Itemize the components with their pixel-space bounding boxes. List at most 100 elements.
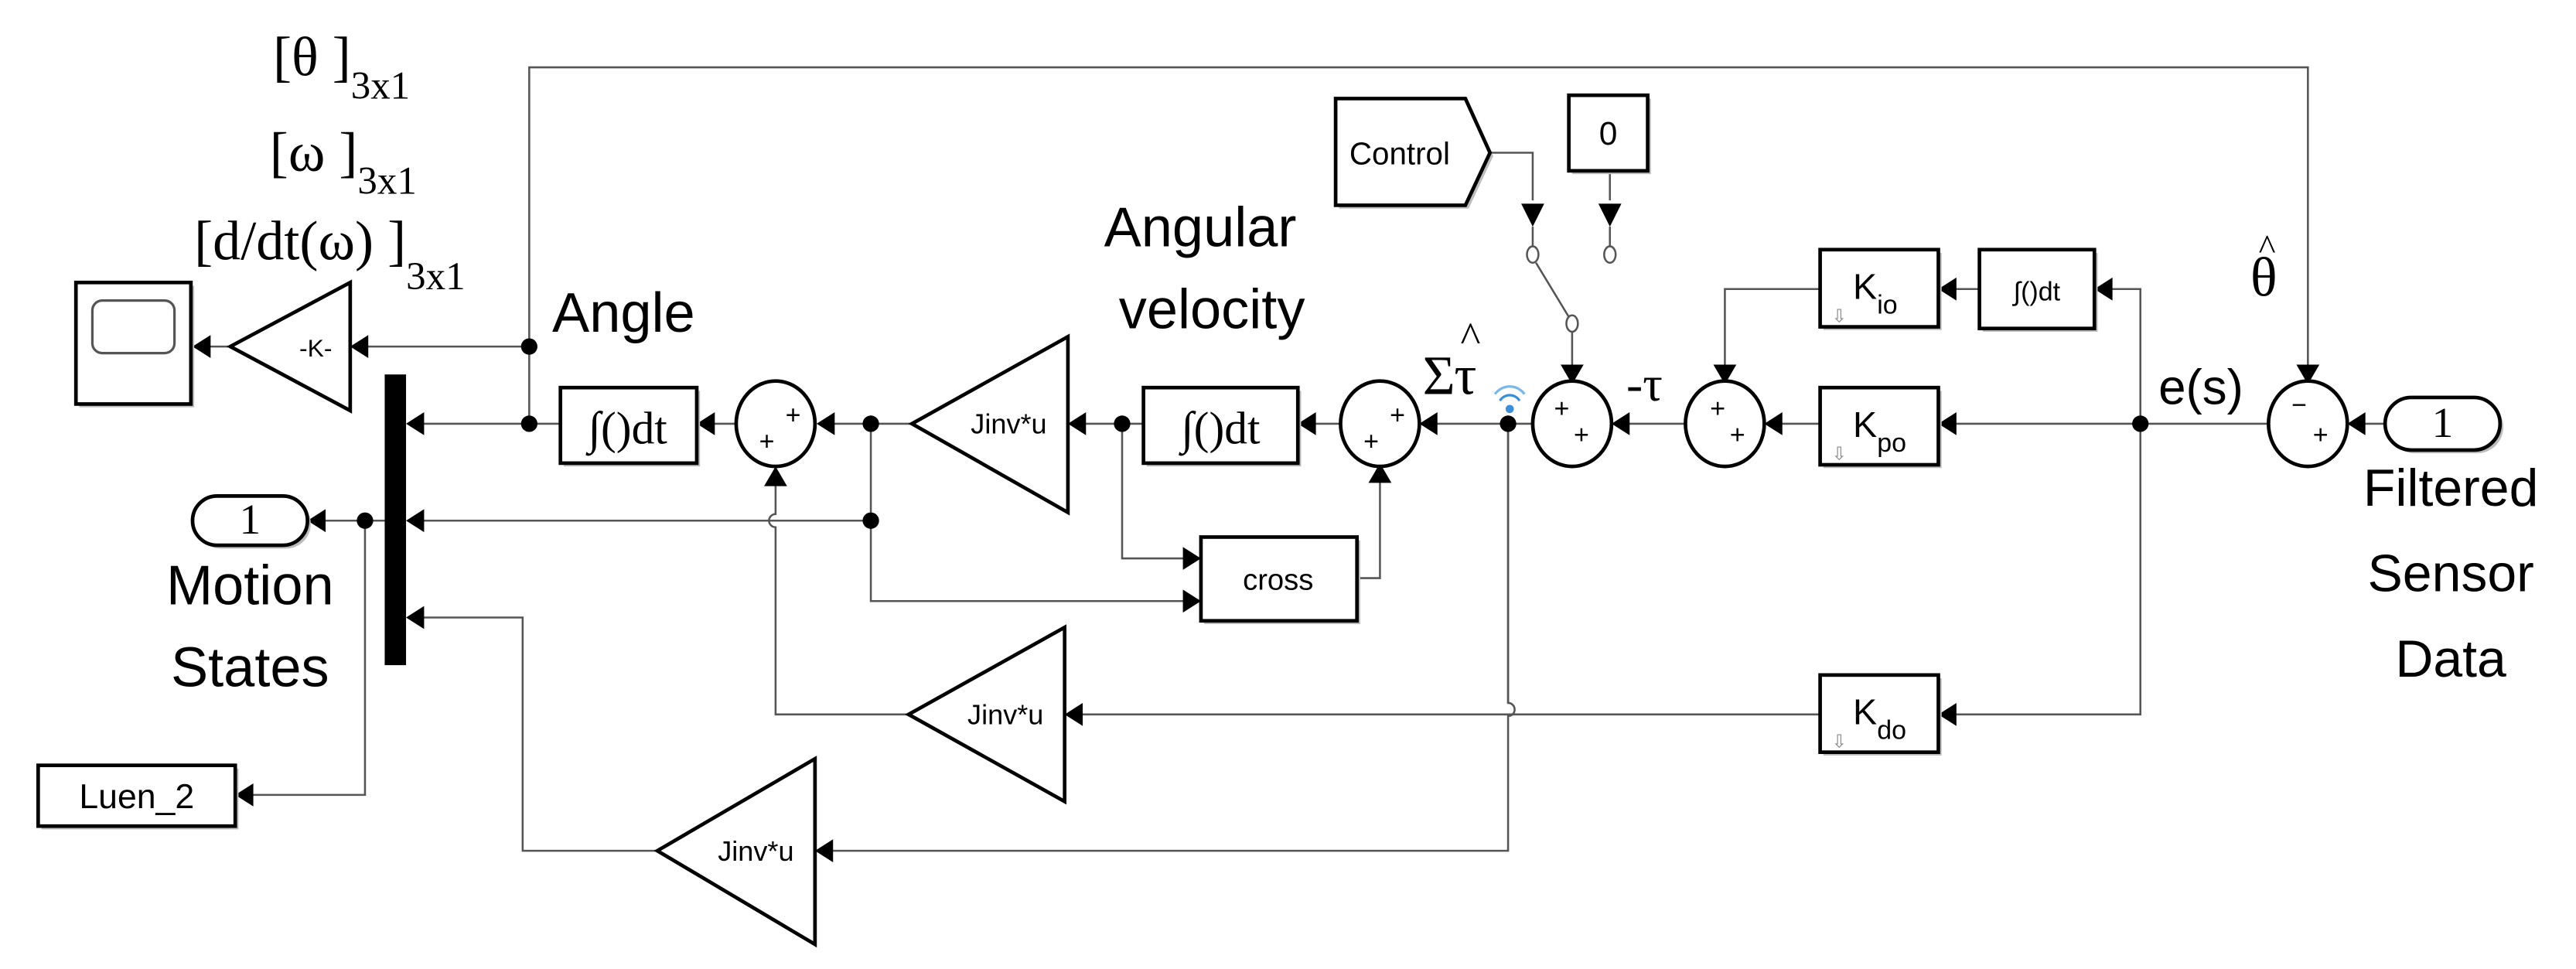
angle-label: Angle [552,282,695,344]
arrow-icon [350,335,369,358]
arrow-icon [1611,412,1630,435]
arrow-icon [1182,589,1201,613]
cross-label: cross [1243,563,1313,596]
kpo-label: Kpo [1853,404,1906,458]
filtered-label-3: Data [2395,630,2506,688]
arrow-icon [1067,412,1087,435]
wire-jinv2-to-sum1[interactable] [768,481,909,716]
inport-sensor-block[interactable]: 1 [2383,395,2504,454]
junction-dot [520,415,537,432]
arrow-icon [307,509,326,533]
arrow-icon [1764,412,1783,435]
inport-number: 1 [2432,399,2454,446]
arrow-icon [235,783,254,807]
sum-angle-block[interactable]: + + [734,379,817,469]
angle-integrator-label: ∫()dt [585,402,668,455]
wire-theta-feedback[interactable] [528,66,2309,424]
signal-logging-icon[interactable] [1493,385,1526,414]
motion-states-label-1: Motion [166,555,334,617]
wire-control-to-switch[interactable] [1489,152,1534,201]
sum-error-block[interactable]: − + [2267,379,2349,469]
error-integrator-label: ∫()dt [2012,278,2061,307]
filtered-label-2: Sensor [2367,544,2533,603]
junctions [357,338,2149,529]
velocity-integrator-label: ∫()dt [1178,402,1261,455]
switch-lever[interactable] [1535,262,1570,318]
sum-sign: + [1574,420,1589,449]
wire-domega-to-cross[interactable] [1121,423,1186,560]
sum-sign: + [786,401,801,430]
wire-jinv3-to-mux[interactable] [421,616,657,852]
cross-product-block[interactable]: cross [1199,535,1360,625]
sum-sign: − [2291,391,2307,420]
annotations: [θ ]3x1 [ω ]3x1 [d/dt(ω) ]3x1 Angle Angu… [166,26,2538,699]
gain-k-label: -K- [299,334,332,362]
arrow-icon [1713,364,1737,384]
arrow-icon [1598,203,1622,227]
neg-tau-label: -τ [1626,357,1663,411]
kio-gain-block[interactable]: Kio ⇩ [1818,247,1942,330]
junction-dot [1114,415,1131,432]
arrow-icon [1064,702,1083,726]
arrow-icon [406,606,425,630]
control-goto-block[interactable]: Control [1333,97,1493,209]
sum-tau-hat-label: Στ [1423,345,1477,407]
sum-sign: + [1710,394,1725,423]
sum-torque-block[interactable]: + + [1530,379,1614,469]
control-label: Control [1349,135,1450,171]
angular-velocity-label-1: Angular [1104,197,1297,259]
luen-goto-block[interactable]: Luen_2 [36,763,239,830]
scope-block[interactable] [73,280,195,408]
wire-mux-to-luen[interactable] [250,520,367,797]
jinv-gain-3-block[interactable]: Jinv*u [653,756,817,948]
angular-velocity-label-2: velocity [1119,279,1305,341]
angle-integrator-block[interactable]: ∫()dt [558,385,701,467]
constant-block[interactable]: 0 [1567,93,1651,175]
wire-kio-to-sum4[interactable] [1724,288,1820,370]
wire-omega-to-cross[interactable] [869,520,1186,602]
arrowheads [192,203,2366,862]
wire-cross-to-sum2[interactable] [1356,478,1381,579]
arrow-icon [696,412,715,435]
omega-vector-label: [ω ]3x1 [270,121,417,203]
arrow-icon [816,412,835,435]
arrow-icon [1938,702,1957,726]
wire-torque-to-jinv3-hop [829,423,1516,852]
kpo-gain-block[interactable]: Kpo ⇩ [1818,385,1942,469]
outport-number: 1 [239,496,261,543]
kdo-gain-block[interactable]: Kdo ⇩ [1818,673,1942,756]
arrow-icon [1938,277,1957,301]
arrow-icon [2347,412,2366,435]
sum-velocity-block[interactable]: + + [1339,379,1421,469]
arrow-down-icon: ⇩ [1831,730,1847,752]
wire-error-to-int[interactable] [2109,288,2141,424]
error-label: e(s) [2158,359,2243,415]
junction-dot [2132,415,2149,432]
jinv-gain-2-block[interactable]: Jinv*u [905,624,1067,805]
arrow-down-icon: ⇩ [1831,443,1847,465]
theta-hat-accent: ^ [2259,228,2276,268]
wire-error-to-kdo[interactable] [1953,423,2141,716]
arrow-icon [1419,412,1438,435]
manual-switch-block[interactable] [1526,227,1617,333]
error-integrator-block[interactable]: ∫()dt [1977,247,2098,332]
filtered-label-1: Filtered [2363,459,2539,517]
arrow-icon [192,335,211,358]
arrow-icon [1938,412,1957,435]
sum-pi-block[interactable]: + + [1684,379,1766,469]
arrow-icon [1182,547,1201,570]
arrow-icon [2094,277,2113,301]
gain-k-block[interactable]: -K- [226,279,353,414]
junction-dot [862,512,879,529]
arrow-icon [406,412,425,435]
arrow-icon [764,466,787,486]
sum-sign: + [2313,420,2329,449]
mux-block[interactable] [384,374,407,666]
arrow-icon [1298,412,1316,435]
jinv-gain-1-block[interactable]: Jinv*u [908,333,1070,516]
velocity-integrator-block[interactable]: ∫()dt [1141,385,1302,467]
sum-sign: + [1554,394,1570,423]
outport-motion-block[interactable]: 1 [190,494,311,549]
junction-dot [357,512,374,529]
